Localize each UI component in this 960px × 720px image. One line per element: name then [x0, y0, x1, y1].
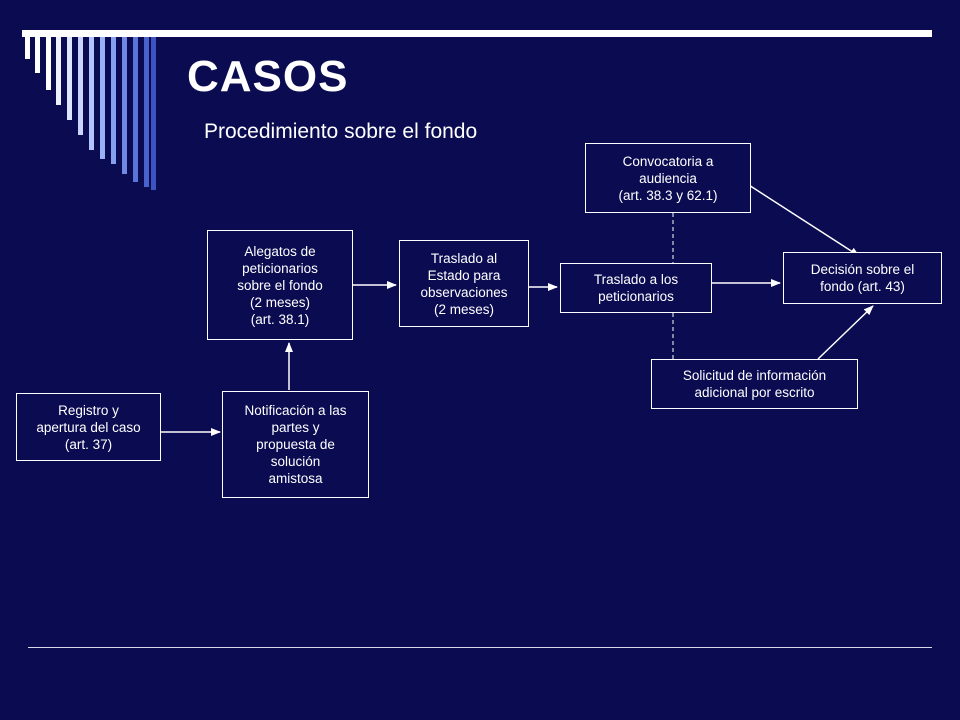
decorative-stripe: [78, 37, 83, 135]
decorative-stripe: [133, 37, 138, 182]
node-traslado-estado: Traslado al Estado para observaciones (2…: [399, 240, 529, 327]
decorative-stripe: [89, 37, 94, 150]
slide-subtitle: Procedimiento sobre el fondo: [204, 120, 478, 143]
decorative-stripe: [25, 37, 30, 59]
decorative-stripe: [56, 37, 61, 105]
decorative-stripe: [122, 37, 127, 174]
node-decision: Decisión sobre el fondo (art. 43): [783, 252, 942, 304]
node-registro: Registro y apertura del caso (art. 37): [16, 393, 161, 461]
node-convocatoria: Convocatoria a audiencia (art. 38.3 y 62…: [585, 143, 751, 213]
top-rule: [22, 30, 932, 37]
arrow-solicitud-to-decision: [817, 305, 874, 360]
slide-title: CASOS: [187, 52, 349, 101]
node-notificacion: Notificación a las partes y propuesta de…: [222, 391, 369, 498]
decorative-stripe: [100, 37, 105, 159]
arrow-convocatoria-to-decision: [737, 177, 860, 257]
decorative-stripe: [151, 37, 156, 190]
decorative-stripe: [111, 37, 116, 164]
node-alegatos: Alegatos de peticionarios sobre el fondo…: [207, 230, 353, 340]
node-solicitud: Solicitud de información adicional por e…: [651, 359, 858, 409]
decorative-stripe: [46, 37, 51, 90]
decorative-stripe: [35, 37, 40, 73]
node-traslado-peticionarios: Traslado a los peticionarios: [560, 263, 712, 313]
bottom-rule: [28, 647, 932, 648]
decorative-stripe: [144, 37, 149, 187]
decorative-stripe: [67, 37, 72, 120]
